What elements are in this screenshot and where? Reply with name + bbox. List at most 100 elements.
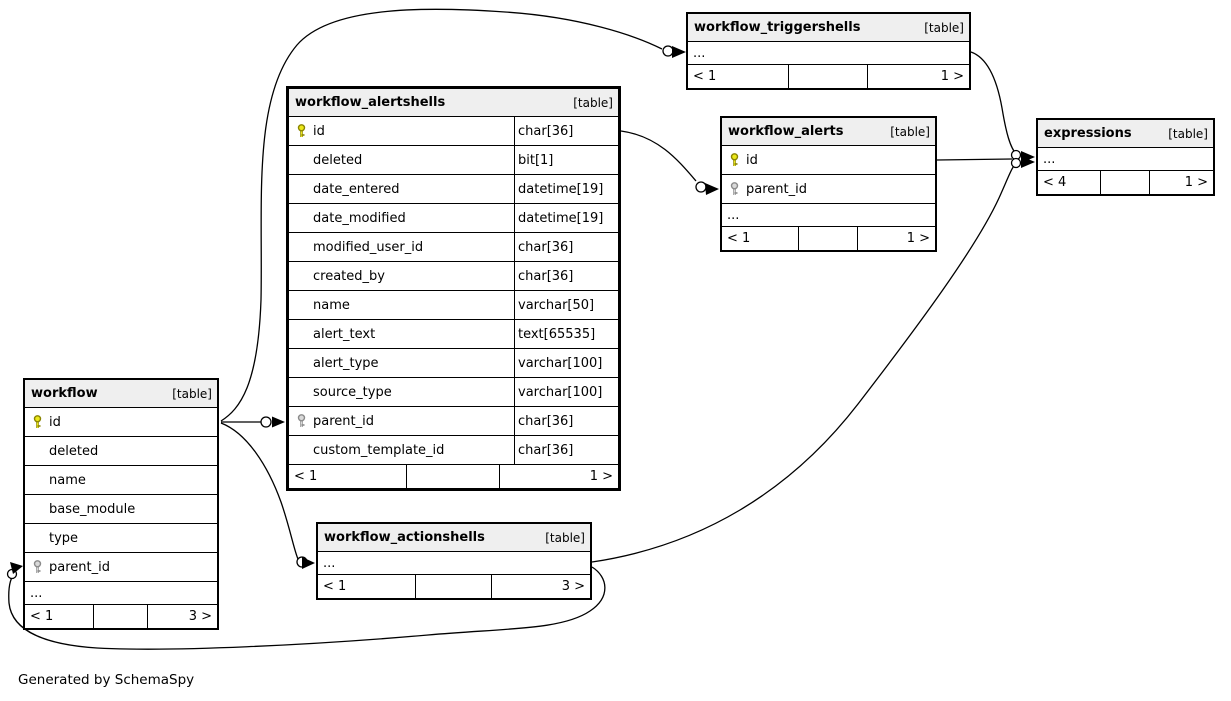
footer-children-count: 1 > (1184, 175, 1208, 190)
edge-arrowhead (302, 557, 315, 569)
table-tag: [table] (1168, 126, 1208, 141)
column-type: char[36] (514, 262, 618, 290)
edge-endpoint-circle (695, 181, 707, 193)
footer-parents-count: < 4 (1038, 171, 1101, 194)
edge-arrowhead (1021, 156, 1035, 168)
footer-children-count: 1 > (906, 231, 930, 246)
column-type: varchar[50] (514, 291, 618, 319)
edge-arrowhead (705, 183, 719, 195)
edge-endpoint-circle (662, 45, 674, 57)
table-header: workflow_alerts[table] (722, 118, 935, 146)
footer-middle-cell (416, 575, 493, 598)
footer-children-count: 3 > (188, 609, 212, 624)
column-row-id: id (722, 146, 935, 175)
table-tag: [table] (924, 20, 964, 35)
column-name: alert_text (313, 326, 376, 342)
column-name: date_entered (313, 181, 400, 197)
column-type: varchar[100] (514, 349, 618, 377)
edge-workflow-to-workflow-actionshells (220, 422, 299, 560)
column-row-id: id (25, 408, 217, 437)
footer-children-count: 1 > (589, 469, 613, 484)
edge-arrowhead (10, 562, 23, 574)
footer-children-count: 1 > (940, 69, 964, 84)
column-name: name (49, 472, 86, 488)
column-row-alert_type: alert_type varchar[100] (289, 349, 618, 378)
table-header: workflow_alertshells[table] (289, 89, 618, 117)
column-name: deleted (49, 443, 99, 459)
table-header: workflow_triggershells [table] (688, 14, 969, 42)
column-name: custom_template_id (313, 442, 445, 458)
column-name: deleted (313, 152, 363, 168)
column-row-name: name varchar[50] (289, 291, 618, 320)
pk-key-icon (730, 153, 739, 166)
pk-key-icon (297, 124, 306, 137)
table-header: workflow [table] (25, 380, 217, 408)
column-name: id (313, 123, 325, 139)
footer-middle-cell (407, 465, 500, 488)
column-name: date_modified (313, 210, 406, 226)
fk-key-icon (33, 560, 42, 573)
column-row-type: type (25, 524, 217, 553)
footer-children-count: 3 > (561, 579, 585, 594)
column-name: name (313, 297, 350, 313)
column-name: alert_type (313, 355, 379, 371)
table-name[interactable]: workflow_triggershells (694, 20, 861, 35)
fk-key-icon (730, 182, 739, 195)
table-name[interactable]: workflow_alertshells (295, 95, 446, 110)
column-name: parent_id (49, 559, 110, 575)
table-header: expressions [table] (1038, 120, 1213, 148)
column-type: char[36] (514, 233, 618, 261)
edge-workflow-triggershells-to-expressions (970, 51, 1018, 156)
edge-endpoint-circle (1010, 157, 1022, 169)
footer-middle-cell (789, 65, 868, 88)
column-type: char[36] (514, 436, 618, 464)
footer-parents-count: < 1 (318, 575, 416, 598)
column-type: datetime[19] (514, 204, 618, 232)
table-tag: [table] (172, 386, 212, 401)
edge-arrowhead (272, 416, 285, 428)
edge-endpoint-circle (260, 416, 272, 428)
table-footer: < 4 1 > (1038, 171, 1213, 194)
table-name[interactable]: workflow_actionshells (324, 530, 485, 545)
collapsed-columns-row: ... (25, 582, 217, 605)
table-tag: [table] (545, 530, 585, 545)
column-row-parent_id: parent_id (722, 175, 935, 204)
footer-middle-cell (1101, 171, 1150, 194)
edge-workflow-alertshells-to-workflow-alerts (620, 130, 697, 182)
table-footer: < 1 1 > (289, 465, 618, 488)
table-name[interactable]: workflow_alerts (728, 124, 844, 139)
edge-workflow-to-workflow-triggershells (220, 8, 663, 422)
column-name: base_module (49, 501, 136, 517)
column-row-deleted: deleted (25, 437, 217, 466)
table-footer: < 1 3 > (318, 575, 590, 598)
column-row-parent_id: parent_id (25, 553, 217, 582)
column-type: varchar[100] (514, 378, 618, 406)
column-type: bit[1] (514, 146, 618, 174)
edge-arrowhead (672, 46, 686, 58)
column-row-date_modified: date_modified datetime[19] (289, 204, 618, 233)
collapsed-columns-row: ... (722, 204, 935, 227)
footer-parents-count: < 1 (289, 465, 408, 488)
footer-middle-cell (94, 605, 148, 628)
table-workflow_actionshells[interactable]: workflow_actionshells [table]...< 1 3 > (316, 522, 592, 600)
column-row-base_module: base_module (25, 495, 217, 524)
column-name: modified_user_id (313, 239, 424, 255)
table-name[interactable]: workflow (31, 386, 98, 401)
table-name[interactable]: expressions (1044, 126, 1132, 141)
fk-key-icon (297, 414, 306, 427)
column-row-name: name (25, 466, 217, 495)
collapsed-columns-row: ... (318, 552, 590, 575)
column-name: parent_id (313, 413, 374, 429)
